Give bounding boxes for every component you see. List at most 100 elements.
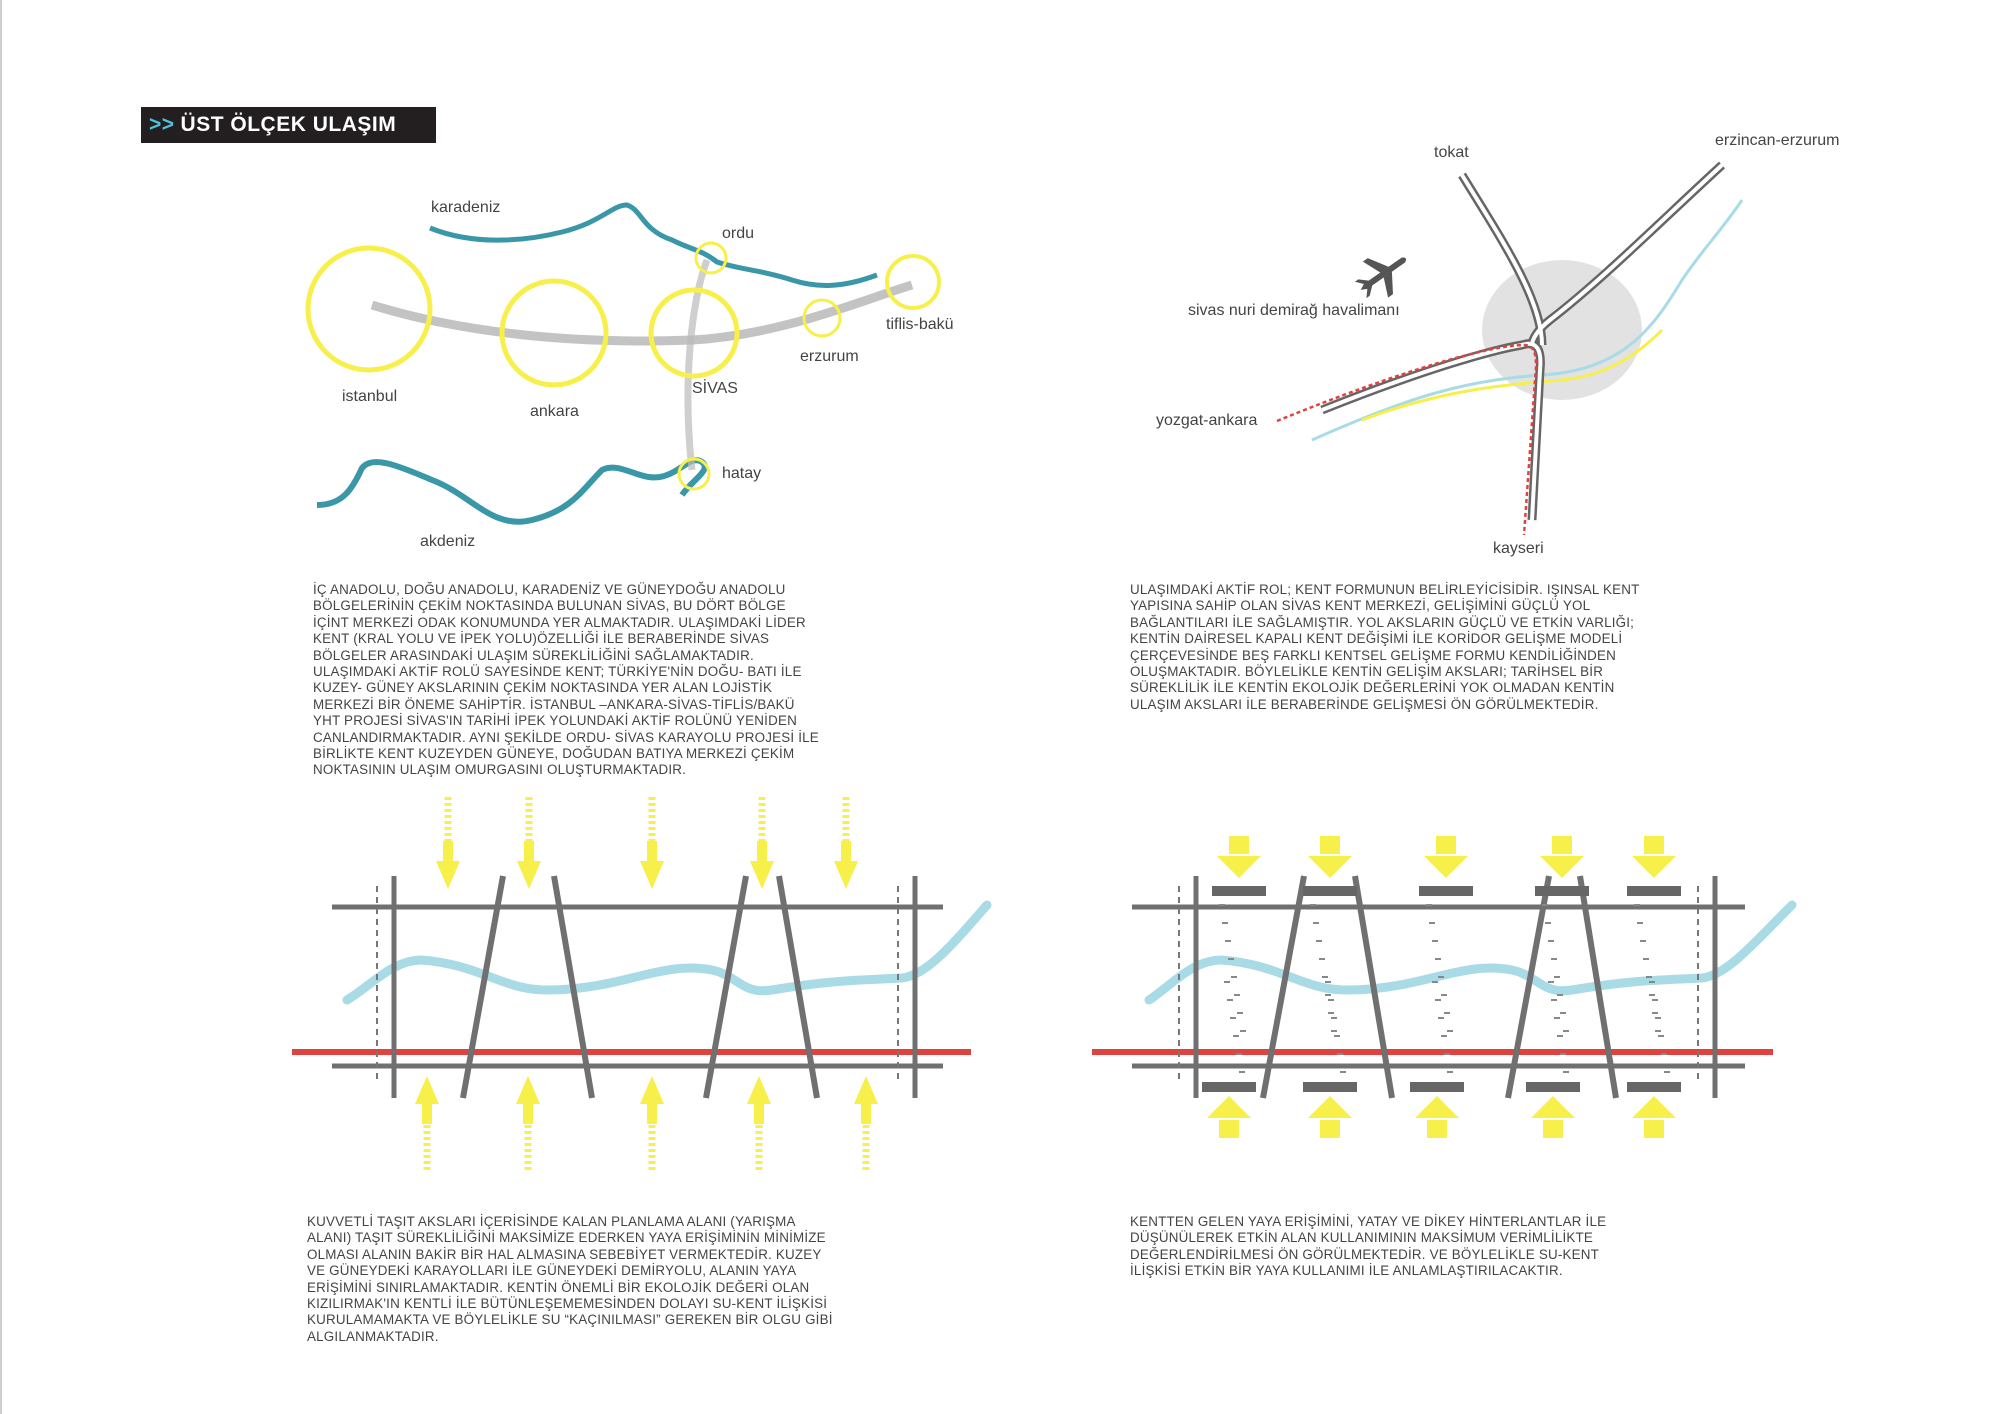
connector-road (703, 875, 749, 1099)
arrow-shaft (1229, 836, 1249, 854)
access-diagram-proposed (1092, 836, 1797, 1138)
paragraph-regional: İÇ ANADOLU, DOĞU ANADOLU, KARADENİZ VE G… (313, 582, 819, 778)
erzurum-node (802, 298, 842, 338)
pedestrian-node (1627, 1082, 1681, 1092)
label-erzincan-erzurum: erzincan-erzurum (1715, 132, 1839, 149)
arrow-shaft (1552, 836, 1572, 854)
arrow-up-icon (854, 1076, 878, 1104)
river (1144, 900, 1797, 1005)
arrow-shaft (1427, 1120, 1447, 1138)
connector-road (776, 875, 820, 1099)
arrow-down-icon (1217, 856, 1261, 878)
airplane-icon (1354, 257, 1407, 299)
label-akdeniz: akdeniz (420, 533, 475, 550)
arrow-down-icon (1540, 856, 1584, 878)
yellow-axis (1361, 328, 1664, 422)
pedestrian-node (1627, 886, 1681, 896)
label-tokat: tokat (1434, 144, 1469, 161)
arrow-shaft (1644, 836, 1664, 854)
roads (1320, 161, 1726, 521)
pedestrian-node (1212, 886, 1266, 896)
pedestrian-node (1526, 1082, 1580, 1092)
section-title: >>ÜST ÖLÇEK ULAŞIM (141, 107, 436, 143)
arrow-up-icon (1415, 1096, 1459, 1118)
pedestrian-node (1535, 886, 1589, 896)
hatay-node (677, 457, 711, 491)
arrow-down-icon (640, 861, 664, 889)
access-diagram-existing (292, 797, 992, 1173)
arrow-shaft (422, 1102, 432, 1124)
arrow-shaft (861, 1102, 871, 1124)
connector-road (1577, 875, 1619, 1099)
label-tiflis: tiflis-bakü (886, 316, 954, 333)
arrow-up-icon (1308, 1096, 1352, 1118)
pedestrian-node (1202, 1082, 1256, 1092)
arrow-down-icon (436, 861, 460, 889)
label-kayseri: kayseri (1493, 540, 1544, 557)
railway (1276, 343, 1538, 536)
ankara-node (499, 278, 609, 388)
arrow-up-icon (1531, 1096, 1575, 1118)
label-istanbul: istanbul (342, 388, 397, 405)
city-core (1482, 260, 1642, 400)
regional-map: karadeniz ordu tiflis-bakü erzurum istan… (305, 199, 954, 550)
connector-road (1352, 875, 1395, 1099)
east-west-axis (370, 280, 914, 346)
river (342, 900, 992, 1005)
arrow-shaft (1644, 1120, 1664, 1138)
arrow-shaft (1320, 1120, 1340, 1138)
mediterranean-coast (316, 457, 708, 525)
label-ankara: ankara (530, 403, 579, 420)
pedestrian-node (1419, 886, 1473, 896)
pedestrian-node (1303, 886, 1357, 896)
black-sea-coast (429, 202, 878, 288)
arrow-down-icon (750, 861, 774, 889)
arrow-shaft (523, 1102, 533, 1124)
arrow-shaft (754, 1102, 764, 1124)
paragraph-urban-form: ULAŞIMDAKİ AKTİF ROL; KENT FORMUNUN BELİ… (1130, 582, 1640, 712)
paragraph-existing-access: KUVVETLİ TAŞIT AKSLARI İÇERİSİNDE KALAN … (307, 1214, 833, 1344)
label-airport: sivas nuri demirağ havalimanı (1188, 302, 1400, 319)
arrow-shaft (647, 841, 657, 863)
label-erzurum: erzurum (800, 348, 859, 365)
arrow-down-icon (1424, 856, 1468, 878)
sivas-node (648, 287, 740, 379)
arrow-shaft (841, 841, 851, 863)
label-yozgat-ankara: yozgat-ankara (1156, 412, 1257, 429)
chevron-icon: >> (149, 113, 175, 136)
label-karadeniz: karadeniz (431, 199, 500, 216)
arrow-down-icon (1632, 856, 1676, 878)
connector-road (1505, 875, 1552, 1099)
tiflis-node (885, 254, 941, 310)
arrow-up-icon (1632, 1096, 1676, 1118)
ordu-node (694, 241, 728, 275)
istanbul-node (305, 245, 433, 373)
arrow-shaft (1320, 836, 1340, 854)
arrow-up-icon (640, 1076, 664, 1104)
connector-road (460, 875, 506, 1099)
section-title-text: ÜST ÖLÇEK ULAŞIM (180, 113, 397, 136)
arrow-shaft (443, 841, 453, 863)
arrow-shaft (524, 841, 534, 863)
arrow-shaft (1219, 1120, 1239, 1138)
arrow-down-icon (834, 861, 858, 889)
arrow-down-icon (1308, 856, 1352, 878)
pedestrian-node (1410, 1082, 1464, 1092)
arrow-shaft (757, 841, 767, 863)
north-south-axis (684, 258, 711, 471)
label-ordu: ordu (722, 225, 754, 242)
arrow-down-icon (517, 861, 541, 889)
arrow-up-icon (516, 1076, 540, 1104)
paragraph-proposed-access: KENTTEN GELEN YAYA ERİŞİMİNİ, YATAY VE D… (1130, 1214, 1607, 1279)
arrow-up-icon (1207, 1096, 1251, 1118)
arrow-shaft (647, 1102, 657, 1124)
arrow-up-icon (747, 1076, 771, 1104)
city-map: tokat erzincan-erzurum sivas nuri demira… (1156, 132, 1839, 557)
connector-road (551, 875, 595, 1099)
pedestrian-node (1303, 1082, 1357, 1092)
arrow-up-icon (415, 1076, 439, 1104)
connector-road (1260, 875, 1307, 1099)
arrow-shaft (1543, 1120, 1563, 1138)
